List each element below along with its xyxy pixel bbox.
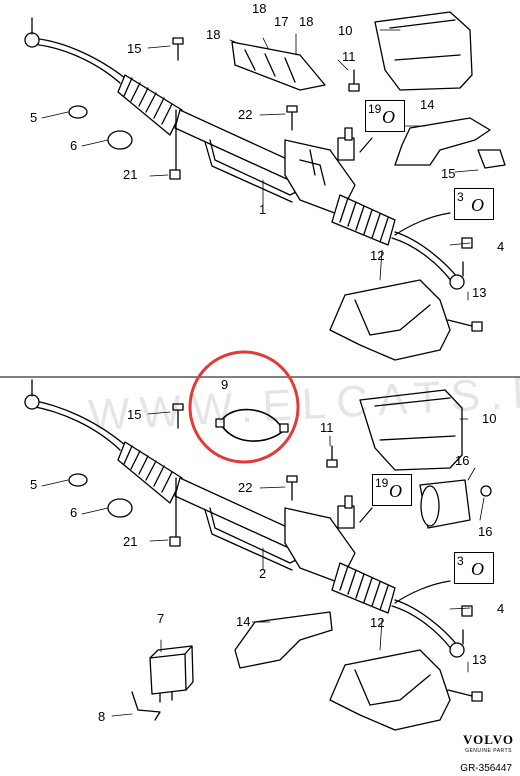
bracket-14-top <box>394 117 491 166</box>
callout-9: 9 <box>221 377 229 392</box>
bellows-left-bot <box>117 441 183 504</box>
boxed-ref-number: 3 <box>457 554 464 568</box>
callout-15-top-b: 15 <box>441 166 456 181</box>
bracket-14-bot <box>234 611 333 669</box>
highlight-circle <box>188 350 300 464</box>
callout-16-a: 16 <box>455 453 470 468</box>
brand-block: VOLVO GENUINE PARTS <box>463 732 514 754</box>
boxed-ref-code: O <box>471 195 484 215</box>
tie-rod-right-top <box>394 231 459 279</box>
callout-12-bot: 12 <box>370 615 385 630</box>
callout-4-top: 4 <box>497 239 505 254</box>
pinion-housing-top <box>284 127 356 216</box>
callout-15-top-a: 15 <box>127 41 142 56</box>
boxed-ref-3-top: 3 O <box>454 188 494 220</box>
leaders-bot <box>41 411 485 717</box>
arrow-3-top <box>394 212 451 236</box>
bellows-right-top <box>331 194 396 246</box>
callout-2: 2 <box>259 566 267 581</box>
callout-6-bot: 6 <box>70 505 78 520</box>
hose-9 <box>221 408 283 442</box>
mount-12-bot <box>329 649 451 731</box>
boxed-ref-code: O <box>471 559 484 579</box>
boxed-ref-3-bot: 3 O <box>454 552 494 584</box>
callout-6-top: 6 <box>70 138 78 153</box>
callout-11-bot: 11 <box>320 420 334 435</box>
callout-13-top: 13 <box>472 285 487 300</box>
callout-14-bot: 14 <box>236 614 251 629</box>
bolt-22-top <box>286 105 298 131</box>
callout-15-bot: 15 <box>127 407 142 422</box>
boxed-ref-number: 19 <box>368 102 382 116</box>
tie-rod-left-bot <box>29 399 126 446</box>
clip-15-top <box>477 149 506 169</box>
tie-rod-left-top-2 <box>29 43 121 84</box>
callout-4-bot: 4 <box>497 601 505 616</box>
heat-shield-10-bot <box>359 389 463 471</box>
volvo-logo: VOLVO <box>463 732 514 747</box>
callout-22-top: 22 <box>238 107 253 122</box>
callout-7: 7 <box>157 611 165 626</box>
boxed-ref-code: O <box>382 107 395 127</box>
callout-18-c: 18 <box>299 14 314 29</box>
boxed-ref-code: O <box>389 481 402 501</box>
bolt-15-top <box>172 37 184 61</box>
clamp-6-top <box>107 130 133 150</box>
boxed-ref-19-bot: 19 O <box>372 474 412 506</box>
bracket-8 <box>131 691 161 721</box>
callout-12-top: 12 <box>370 248 385 263</box>
reference-number: GR-356447 <box>460 763 512 774</box>
ball-joint-right-top <box>449 274 465 290</box>
callout-10-bot: 10 <box>482 411 497 426</box>
brand-subtitle: GENUINE PARTS <box>465 748 512 754</box>
callout-13-bot: 13 <box>472 652 487 667</box>
tie-rod-right-top-2 <box>391 237 453 283</box>
ball-joint-left-top <box>24 32 40 48</box>
clamp-5-top <box>68 105 88 119</box>
tie-rod-left-top <box>29 37 126 79</box>
callout-18-b: 18 <box>206 27 221 42</box>
heat-shield-17 <box>231 41 326 91</box>
relay-7 <box>149 645 194 703</box>
bellows-right-bot <box>331 562 396 614</box>
callout-17: 17 <box>274 14 289 29</box>
callout-11-top: 11 <box>342 49 356 64</box>
callout-16-b: 16 <box>478 524 493 539</box>
callout-14-top: 14 <box>420 97 435 112</box>
callout-5-bot: 5 <box>30 477 38 492</box>
callout-1: 1 <box>259 202 267 217</box>
bolt-13-top <box>447 319 483 332</box>
leaders-top <box>41 29 479 301</box>
callout-21-bot: 21 <box>123 534 138 549</box>
arrow-19-top <box>359 137 373 153</box>
tie-rod-right-bot <box>394 599 459 647</box>
callout-22-bot: 22 <box>238 480 253 495</box>
boxed-ref-19-top: 19 O <box>365 100 405 132</box>
heat-shield-10-top <box>374 11 473 91</box>
bellows-left-top <box>117 74 183 136</box>
mount-12-top <box>329 279 451 361</box>
boxed-ref-number: 3 <box>457 190 464 204</box>
callout-21-top: 21 <box>123 167 138 182</box>
rack-pipe-2 <box>204 141 293 203</box>
nut-21-top <box>169 169 181 180</box>
callout-18-a: 18 <box>252 1 267 16</box>
bolt-11-top <box>348 69 360 92</box>
pump-16 <box>419 479 492 529</box>
callout-10-top: 10 <box>338 23 353 38</box>
callout-5-top: 5 <box>30 110 38 125</box>
boxed-ref-number: 19 <box>375 476 389 490</box>
callout-8: 8 <box>98 709 106 724</box>
